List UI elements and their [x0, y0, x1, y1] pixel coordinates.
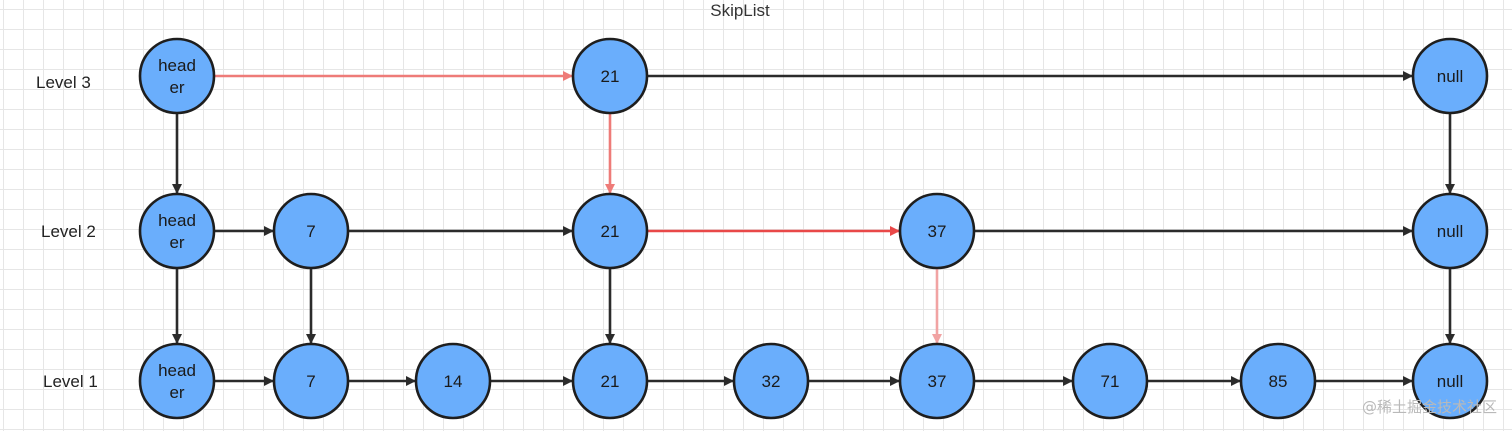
node-label: 37	[928, 372, 947, 391]
node-n7_1: 7	[272, 342, 350, 420]
node-n85_1: 85	[1239, 342, 1317, 420]
node-circle	[732, 342, 810, 420]
node-label: 32	[762, 372, 781, 391]
node-n14_1: 14	[414, 342, 492, 420]
node-null3: null	[1411, 37, 1489, 115]
node-label: 85	[1269, 372, 1288, 391]
level-1-label: Level 1	[43, 372, 98, 391]
diagram-title: SkipList	[710, 1, 770, 20]
node-circle	[898, 342, 976, 420]
node-label: null	[1437, 67, 1463, 86]
node-circle	[138, 192, 216, 270]
node-n37_1: 37	[898, 342, 976, 420]
node-label: 21	[601, 67, 620, 86]
level-2-label: Level 2	[41, 222, 96, 241]
node-h1: head er	[138, 342, 216, 420]
level-3-label: Level 3	[36, 73, 91, 92]
node-h3: head er	[138, 37, 216, 115]
node-label: 7	[306, 222, 315, 241]
node-circle	[414, 342, 492, 420]
node-circle	[1411, 342, 1489, 420]
node-h2: head er	[138, 192, 216, 270]
node-label: er	[169, 78, 184, 97]
node-n71_1: 71	[1071, 342, 1149, 420]
node-label: er	[169, 233, 184, 252]
node-n37_2: 37	[898, 192, 976, 270]
node-n21_2: 21	[571, 192, 649, 270]
node-circle	[1411, 37, 1489, 115]
node-label: 37	[928, 222, 947, 241]
node-label: er	[169, 383, 184, 402]
edges-layer	[172, 71, 1455, 386]
node-circle	[272, 192, 350, 270]
node-label: 71	[1101, 372, 1120, 391]
node-null1: null	[1411, 342, 1489, 420]
node-label: 21	[601, 222, 620, 241]
node-circle	[138, 342, 216, 420]
node-null2: null	[1411, 192, 1489, 270]
node-circle	[898, 192, 976, 270]
node-label: head	[158, 211, 196, 230]
node-circle	[571, 192, 649, 270]
node-circle	[1071, 342, 1149, 420]
node-label: head	[158, 361, 196, 380]
node-label: head	[158, 56, 196, 75]
node-circle	[138, 37, 216, 115]
node-n7_2: 7	[272, 192, 350, 270]
node-n21_1: 21	[571, 342, 649, 420]
node-circle	[1411, 192, 1489, 270]
nodes-layer: head er 21 null head er 7 21 37 null head er 7 14 21 32…	[138, 37, 1489, 420]
node-n32_1: 32	[732, 342, 810, 420]
node-n21_3: 21	[571, 37, 649, 115]
node-circle	[1239, 342, 1317, 420]
node-circle	[571, 37, 649, 115]
node-label: 14	[444, 372, 463, 391]
node-label: null	[1437, 222, 1463, 241]
node-label: 21	[601, 372, 620, 391]
node-circle	[272, 342, 350, 420]
node-label: null	[1437, 372, 1463, 391]
watermark: @稀土掘金技术社区	[1362, 398, 1497, 416]
node-label: 7	[306, 372, 315, 391]
node-circle	[571, 342, 649, 420]
